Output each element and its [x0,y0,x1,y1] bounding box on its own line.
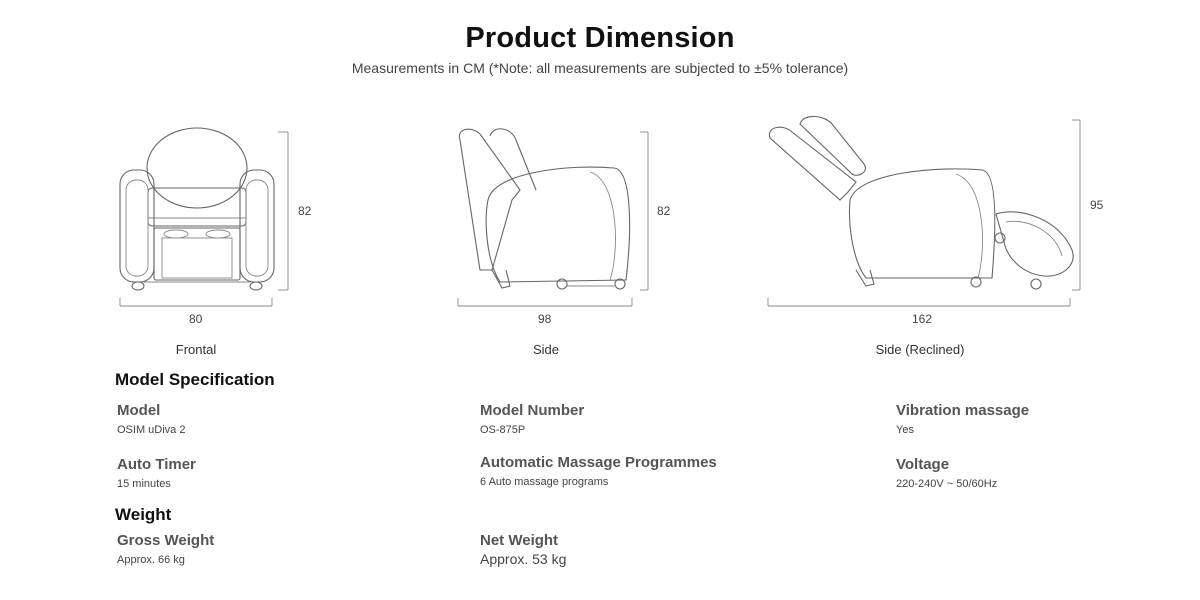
reclined-view-figure: 95 162 [760,110,1120,340]
spec-value: 6 Auto massage programs [480,476,609,488]
spec-value: Yes [896,424,914,436]
side-height-label: 82 [657,204,671,218]
frontal-chair-drawing: 82 80 [119,127,312,326]
reclined-chair-drawing: 95 162 [767,115,1104,326]
spec-value: 15 minutes [117,478,171,490]
page-subtitle: Measurements in CM (*Note: all measureme… [351,60,849,76]
side-chair-drawing: 82 98 [457,128,671,326]
spec-value: Approx. 53 kg [480,551,567,567]
spec-auto-programmes: Automatic Massage Programmes 6 Auto mass… [480,454,717,488]
spec-label: Net Weight [480,532,559,549]
frontal-width-label: 80 [189,312,203,326]
spec-auto-timer: Auto Timer 15 minutes [117,456,196,490]
model-spec-title: Model Specification [115,370,275,389]
spec-label: Model [117,402,161,419]
spec-voltage: Voltage 220-240V ~ 50/60Hz [896,456,997,490]
spec-label: Model Number [480,402,585,419]
side-view-label: Side [532,342,560,357]
frontal-view-label: Frontal [175,342,217,357]
spec-value: OS-875P [480,424,526,436]
weight-title: Weight [115,505,172,524]
spec-value: OSIM uDiva 2 [117,424,186,436]
spec-label: Voltage [896,456,950,473]
spec-value: 220-240V ~ 50/60Hz [896,478,998,490]
side-view-figure: 82 98 [450,110,690,340]
reclined-view-label: Side (Reclined) [875,342,965,357]
spec-label: Automatic Massage Programmes [480,454,717,471]
spec-model: Model OSIM uDiva 2 [117,402,185,436]
frontal-view-figure: 82 80 [110,110,330,340]
spec-label: Auto Timer [117,456,196,473]
spec-net-weight: Net Weight Approx. 53 kg [480,532,566,567]
side-width-label: 98 [538,312,552,326]
spec-label: Vibration massage [896,402,1030,419]
page-title: Product Dimension [465,22,735,54]
reclined-height-label: 95 [1090,198,1104,212]
spec-gross-weight: Gross Weight Approx. 66 kg [117,532,214,566]
spec-value: Approx. 66 kg [117,554,185,566]
spec-label: Gross Weight [117,532,215,549]
reclined-width-label: 162 [912,312,932,326]
spec-model-number: Model Number OS-875P [480,402,584,436]
spec-vibration-massage: Vibration massage Yes [896,402,1029,436]
frontal-height-label: 82 [298,204,312,218]
